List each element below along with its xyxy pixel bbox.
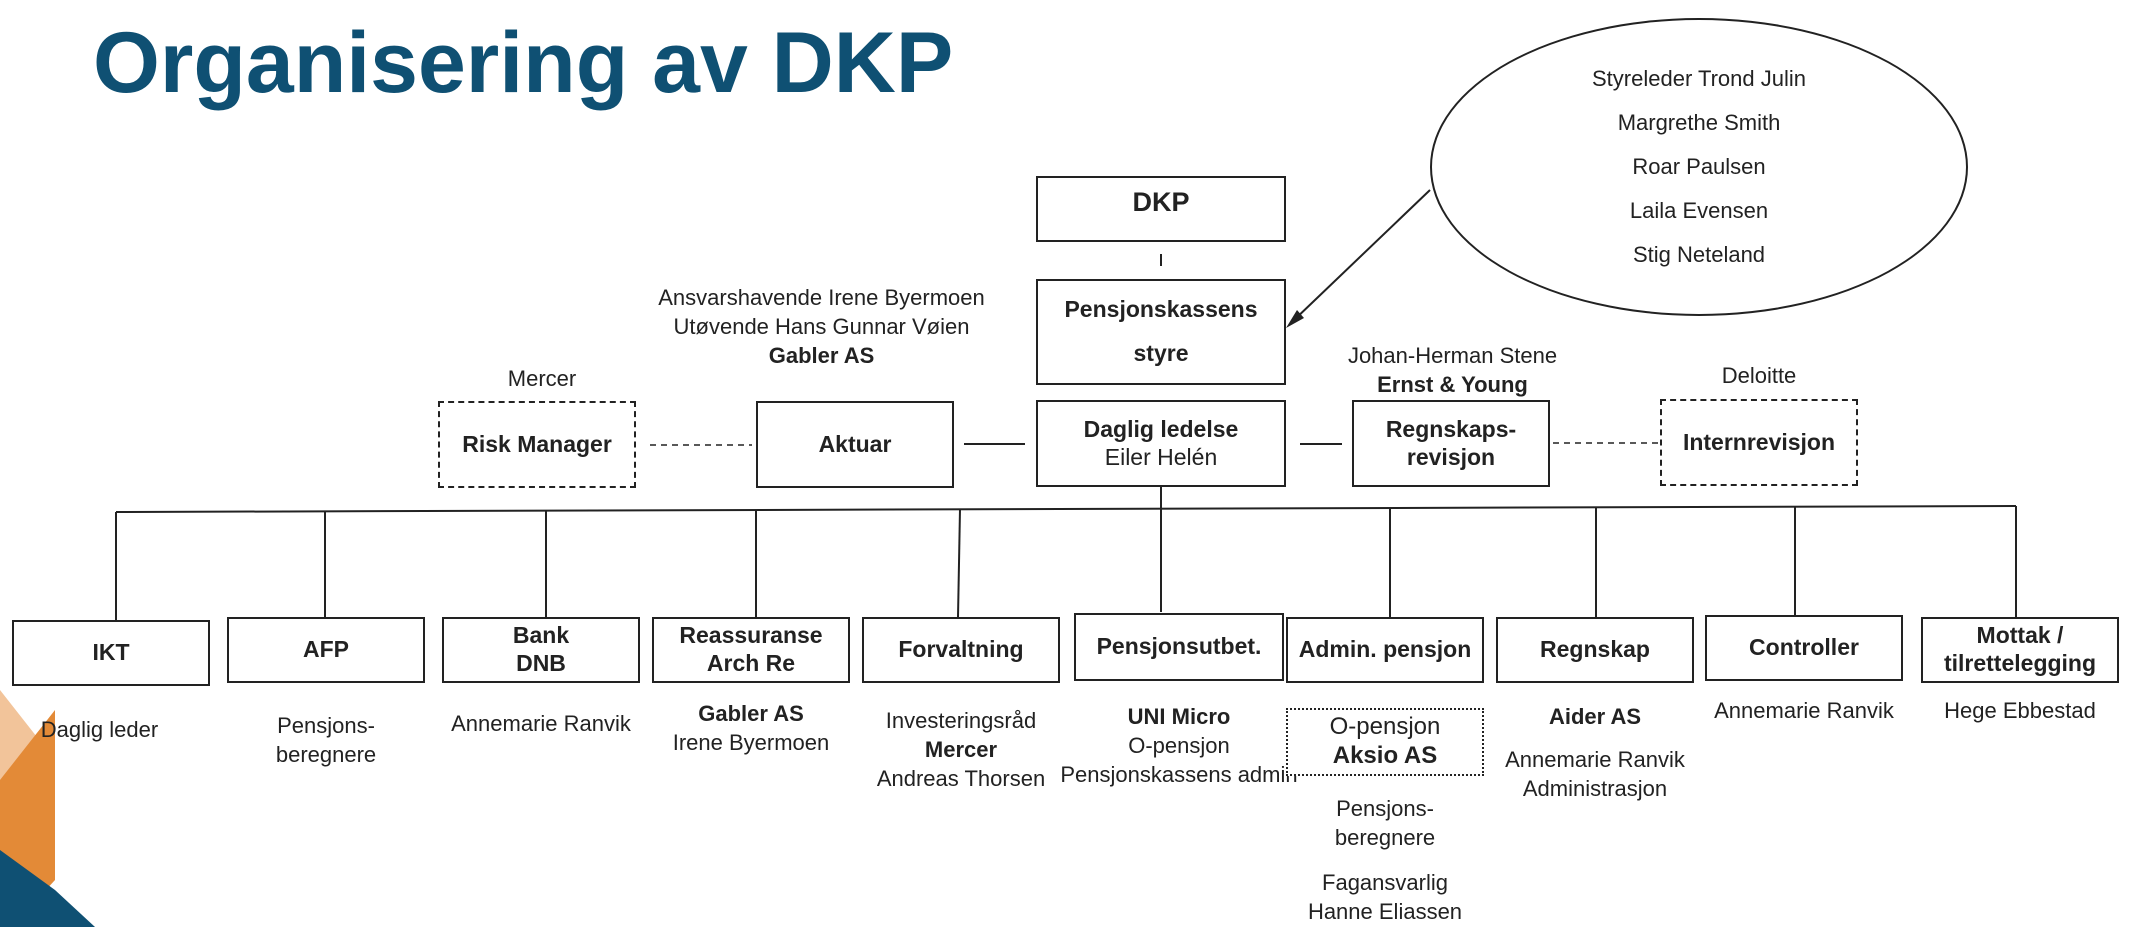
unit-pension-payment-company: UNI Micro — [1127, 704, 1231, 729]
unit-asset-management: Forvaltning — [862, 617, 1060, 683]
internal-audit-provider: Deloitte — [1721, 363, 1797, 388]
unit-reinsurance-label-line1: Reassuranse — [679, 622, 823, 649]
board-label-line1: Pensjonskassens — [1064, 296, 1258, 323]
risk-manager-label: Risk Manager — [462, 430, 612, 457]
unit-asset-management-person: Andreas Thorsen — [876, 766, 1046, 792]
unit-asset-management-caption: Investeringsråd Mercer Andreas Thorsen — [852, 706, 1070, 793]
unit-afp-caption: Pensjons- beregnere — [227, 711, 425, 769]
risk-manager-box: Risk Manager — [438, 401, 636, 488]
auditor-person: Johan-Herman Stene — [1347, 343, 1558, 368]
unit-asset-management-caption-line1: Investeringsråd — [885, 708, 1037, 733]
unit-intake-label-line2: tilrettelegging — [1943, 650, 2097, 676]
financial-audit-line2: revisjon — [1406, 443, 1496, 470]
internal-audit-box: Internrevisjon — [1660, 399, 1858, 486]
unit-pension-payment-caption-line2: Pensjonskassens admin — [1060, 762, 1298, 788]
unit-controller: Controller — [1705, 615, 1903, 681]
unit-reinsurance-company: Gabler AS — [698, 701, 804, 726]
daily-management-title: Daglig ledelse — [1083, 415, 1239, 442]
unit-ikt-caption: Daglig leder — [40, 717, 159, 742]
board-members-ellipse: Styreleder Trond Julin Margrethe Smith R… — [1430, 18, 1968, 316]
unit-accounting-caption: Aider AS Annemarie Ranvik Administrasjon — [1486, 702, 1704, 803]
unit-pension-admin-label: Admin. pensjon — [1298, 636, 1472, 663]
unit-accounting-label: Regnskap — [1540, 636, 1650, 663]
unit-pension-payment-label: Pensjonsutbet. — [1096, 633, 1262, 660]
unit-bank-label-line2: DNB — [516, 650, 566, 676]
unit-bank-label-line1: Bank — [512, 622, 570, 649]
unit-pension-admin-sub-line2: Aksio AS — [1332, 742, 1438, 769]
actuary-caption: Ansvarshavende Irene Byermoen Utøvende H… — [640, 283, 1003, 370]
unit-pension-payment-caption-line1: O-pensjon — [1128, 733, 1230, 759]
unit-ikt-label: IKT — [92, 639, 130, 666]
unit-accounting-caption-line2: Administrasjon — [1522, 776, 1668, 802]
unit-pension-admin-sub-line1: O-pensjon — [1329, 713, 1441, 741]
unit-controller-label: Controller — [1749, 634, 1859, 661]
unit-controller-caption: Annemarie Ranvik — [1714, 698, 1894, 723]
audit-caption: Johan-Herman Stene Ernst & Young — [1330, 341, 1575, 399]
unit-reinsurance-caption: Gabler AS Irene Byermoen — [642, 699, 860, 757]
unit-pension-admin: Admin. pensjon — [1286, 617, 1484, 683]
unit-afp-caption-line2: beregnere — [275, 742, 377, 768]
unit-ikt: IKT — [12, 620, 210, 686]
unit-accounting: Regnskap — [1496, 617, 1694, 683]
actuary-responsible: Ansvarshavende Irene Byermoen — [658, 285, 985, 310]
actuary-box: Aktuar — [756, 401, 954, 488]
unit-pension-admin-caption-line3: Fagansvarlig — [1322, 870, 1448, 896]
board-label-line2: styre — [1133, 340, 1189, 366]
actuary-company: Gabler AS — [768, 343, 875, 369]
board-member: Styreleder Trond Julin — [1592, 66, 1806, 91]
unit-afp-caption-line1: Pensjons- — [277, 713, 375, 738]
unit-pension-payment-caption: UNI Micro O-pensjon Pensjonskassens admi… — [1044, 702, 1314, 789]
unit-pension-admin-caption-line2: beregnere — [1334, 825, 1436, 851]
unit-afp: AFP — [227, 617, 425, 683]
board-box: Pensjonskassens styre — [1036, 279, 1286, 385]
unit-pension-admin-caption: Pensjons- beregnere Fagansvarlig Hanne E… — [1286, 794, 1484, 926]
unit-accounting-caption-line1: Annemarie Ranvik — [1505, 747, 1685, 773]
board-member: Stig Neteland — [1632, 242, 1766, 267]
board-member: Roar Paulsen — [1632, 154, 1766, 179]
risk-manager-provider: Mercer — [507, 366, 577, 391]
actuary-executing: Utøvende Hans Gunnar Vøien — [673, 314, 970, 340]
unit-reinsurance: Reassuranse Arch Re — [652, 617, 850, 683]
unit-intake: Mottak / tilrettelegging — [1921, 617, 2119, 683]
unit-asset-management-company: Mercer — [924, 737, 998, 763]
daily-manager-name: Eiler Helén — [1104, 443, 1218, 470]
board-member: Laila Evensen — [1629, 198, 1769, 223]
actuary-label: Aktuar — [818, 430, 892, 457]
dkp-box: DKP — [1036, 176, 1286, 242]
internal-audit-label: Internrevisjon — [1682, 428, 1836, 455]
unit-intake-label-line1: Mottak / — [1976, 622, 2064, 649]
unit-pension-admin-caption-line4: Hanne Eliassen — [1307, 899, 1463, 925]
unit-intake-caption: Hege Ebbestad — [1944, 698, 2096, 723]
corner-decoration — [0, 690, 95, 927]
dkp-label: DKP — [1132, 187, 1190, 217]
daily-management-box: Daglig ledelse Eiler Helén — [1036, 400, 1286, 487]
unit-afp-label: AFP — [303, 636, 349, 663]
unit-bank: Bank DNB — [442, 617, 640, 683]
financial-audit-box: Regnskaps- revisjon — [1352, 400, 1550, 487]
auditor-company: Ernst & Young — [1377, 372, 1528, 398]
page-title: Organisering av DKP — [93, 15, 954, 111]
unit-pension-admin-caption-line1: Pensjons- — [1336, 796, 1434, 821]
unit-accounting-company: Aider AS — [1548, 704, 1642, 729]
unit-pension-payment: Pensjonsutbet. — [1074, 613, 1284, 681]
unit-reinsurance-label-line2: Arch Re — [706, 650, 796, 676]
board-member: Margrethe Smith — [1617, 110, 1781, 135]
unit-reinsurance-person: Irene Byermoen — [672, 730, 830, 756]
unit-bank-caption: Annemarie Ranvik — [451, 711, 631, 736]
unit-pension-admin-subbox: O-pensjon Aksio AS — [1286, 708, 1484, 776]
unit-asset-management-label: Forvaltning — [898, 636, 1024, 663]
financial-audit-line1: Regnskaps- — [1385, 415, 1517, 442]
